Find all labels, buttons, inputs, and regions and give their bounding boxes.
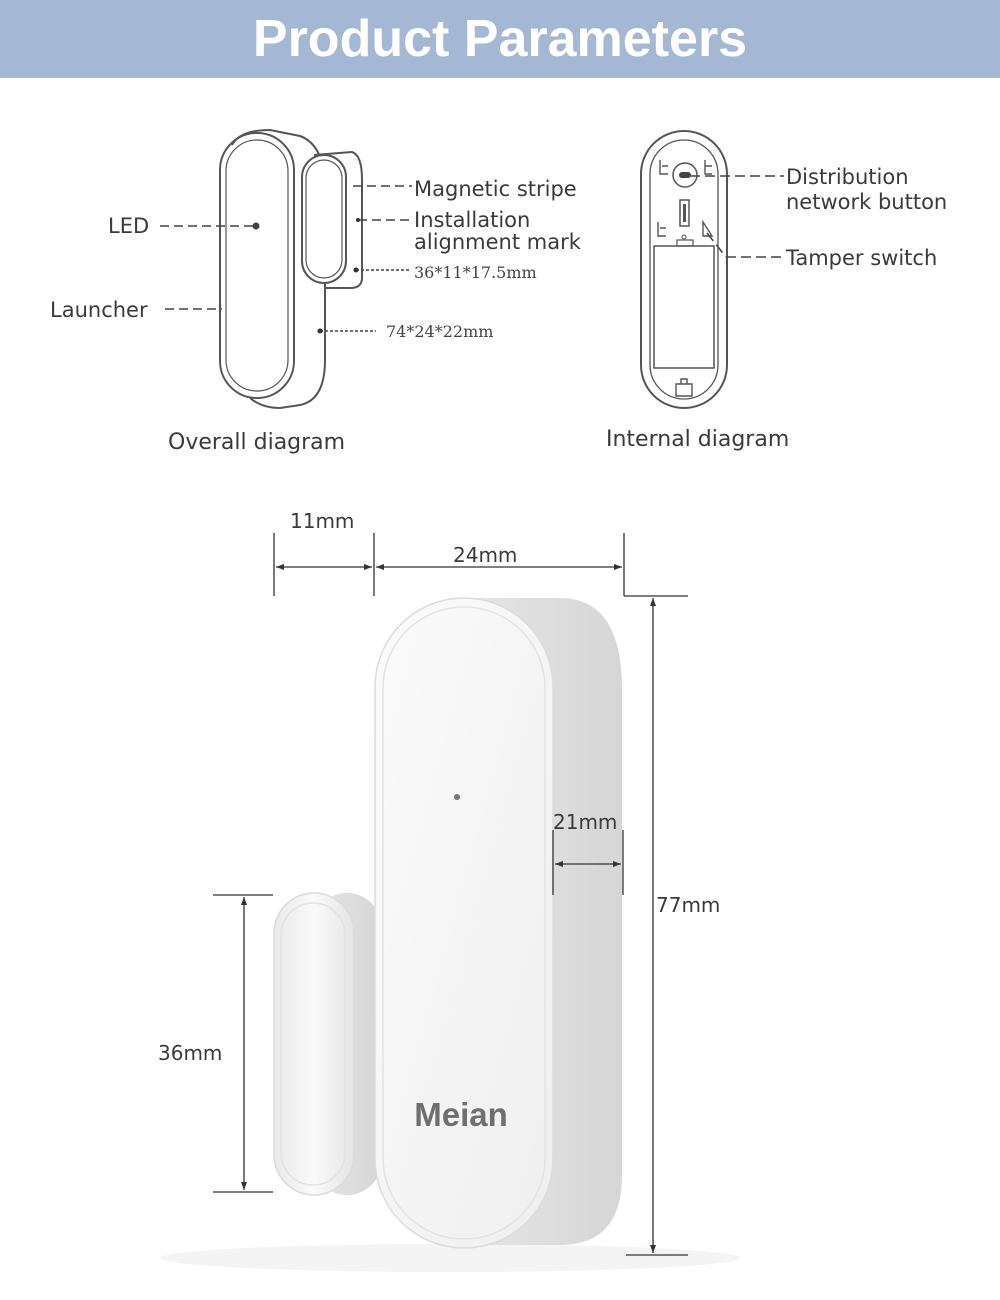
label-launcher: Launcher <box>50 298 148 322</box>
internal-diagram <box>640 130 728 409</box>
magnet-outline <box>301 154 347 284</box>
magnet-render <box>273 892 382 1196</box>
label-magnetic-stripe: Magnetic stripe <box>414 177 577 201</box>
led-indicator <box>454 794 460 800</box>
overall-leader-lines <box>160 185 412 310</box>
floor-shadow <box>160 1244 740 1272</box>
internal-case-outline <box>640 130 728 409</box>
sensor-outline <box>219 132 295 399</box>
dim-sensor-height: 77mm <box>656 893 720 917</box>
distribution-button-outline <box>672 162 698 188</box>
overall-diagram <box>219 128 363 410</box>
dim-magnet-width: 11mm <box>290 509 354 533</box>
sensor-render <box>374 597 622 1249</box>
led-dot <box>252 222 260 230</box>
label-sensor-size: 74*24*22mm <box>386 322 493 341</box>
dimension-arrows <box>241 564 656 1253</box>
dim-sensor-width: 24mm <box>453 543 517 567</box>
label-installation-1: Installation <box>414 208 530 232</box>
dimension-lines <box>213 533 688 1256</box>
page-title: Product Parameters <box>252 10 748 68</box>
dim-depth: 21mm <box>553 810 617 834</box>
header-banner: Product Parameters <box>0 0 1000 78</box>
brand-logo: Meian <box>414 1096 508 1133</box>
label-distribution-1: Distribution <box>786 165 909 189</box>
caption-overall: Overall diagram <box>168 430 345 455</box>
internal-leader-lines <box>690 175 784 258</box>
battery-compartment <box>653 245 715 369</box>
label-led: LED <box>108 214 149 238</box>
label-tamper-switch: Tamper switch <box>785 246 937 270</box>
tamper-switch-outline <box>679 199 690 227</box>
caption-internal: Internal diagram <box>606 427 789 452</box>
label-installation-2: alignment mark <box>414 230 582 254</box>
label-distribution-2: network button <box>786 190 947 214</box>
label-magnet-size: 36*11*17.5mm <box>414 263 537 282</box>
dim-magnet-height: 36mm <box>158 1041 222 1065</box>
